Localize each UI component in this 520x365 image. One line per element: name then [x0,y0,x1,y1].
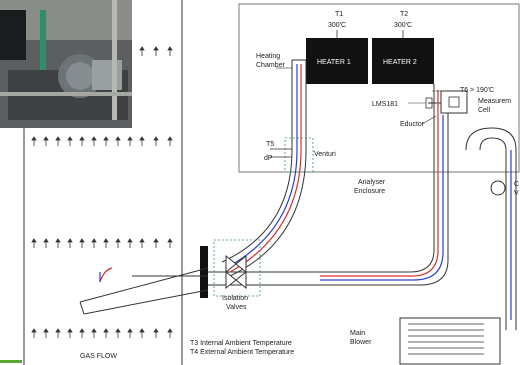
gas-flow-arrowhead [153,136,159,141]
gas-flow-arrowhead [167,136,173,141]
gas-flow-arrowhead [115,136,121,141]
gas-flow-arrowhead [103,238,109,243]
measurement-cell [440,90,468,114]
gas-flow-arrowhead [43,238,49,243]
gas-flow-arrows [31,46,173,338]
analyser-enclosure [238,3,520,173]
equipment-photo [0,0,132,128]
gas-flow-arrowhead [127,136,133,141]
label-t1: T1 [335,11,343,18]
accent-bar [0,360,22,363]
gas-flow-arrowhead [153,238,159,243]
isolation-valves-box [213,239,261,297]
gas-flow-arrowhead [79,136,85,141]
label-heater-1: HEATER 1 [317,59,351,66]
gas-flow-arrowhead [79,328,85,333]
label-main: Main [350,330,365,337]
gas-flow-arrowhead [103,328,109,333]
label-t2-temp: 300'C [394,22,412,29]
duct-flange [200,246,208,298]
check-valve [490,180,506,196]
gas-flow-arrowhead [67,136,73,141]
flow-arrow-red [99,267,113,283]
label-heating: Heating [256,53,280,60]
gas-flow-arrowhead [55,328,61,333]
label-c: C [514,181,519,188]
gas-flow-arrowhead [127,328,133,333]
gas-flow-arrowhead [67,238,73,243]
main-blower [399,317,501,365]
gas-flow-arrowhead [91,136,97,141]
label-enclosure: Enclosure [354,188,385,195]
gas-flow-arrowhead [139,136,145,141]
gas-flow-arrowhead [43,136,49,141]
gas-flow-arrowhead [153,46,159,51]
label-lms181: LMS181 [372,101,398,108]
gas-flow-arrowhead [115,238,121,243]
gas-flow-arrowhead [153,328,159,333]
label-t5: T5 [266,141,274,148]
gas-flow-arrowhead [115,328,121,333]
leader-lines [276,67,456,125]
gas-flow-arrowhead [91,328,97,333]
gas-flow-arrowhead [31,136,37,141]
label-chamber: Chamber [256,62,285,69]
gas-flow-arrowhead [103,136,109,141]
gas-flow-arrowhead [31,328,37,333]
gas-flow-arrowhead [139,238,145,243]
label-blower: Blower [350,339,372,346]
gas-flow-arrowhead [55,238,61,243]
gas-flow-arrowhead [91,238,97,243]
label-t1-temp: 300'C [328,22,346,29]
label-cell: Cell [478,107,491,114]
label-gas-flow: GAS FLOW [80,353,117,360]
gas-flow-arrowhead [167,238,173,243]
label-v: V [514,190,519,197]
label-t6: T6 > 190'C [460,87,494,94]
label-analyser: Analyser [358,179,386,186]
gas-flow-arrowhead [127,238,133,243]
heater-2 [372,38,434,84]
label-t3: T3 Internal Ambient Temperature [190,340,292,347]
venturi-box [284,137,314,173]
gas-flow-arrowhead [167,328,173,333]
label-heater-2: HEATER 2 [383,59,417,66]
pipes [79,59,517,330]
label-venturi: Venturi [314,151,336,158]
label-dp: dP [264,155,273,162]
flow-indicators [225,64,512,320]
label-valves: Valves [226,304,247,311]
label-t2: T2 [400,11,408,18]
gas-flow-arrowhead [67,328,73,333]
gas-flow-arrowhead [139,328,145,333]
label-measurement: Measurem [478,98,511,105]
label-t4: T4 External Ambient Temperature [190,349,294,356]
gas-flow-arrowhead [31,238,37,243]
gas-flow-arrowhead [55,136,61,141]
heater-1 [306,38,368,84]
label-eductor: Eductor [400,121,425,128]
gas-flow-arrowhead [43,328,49,333]
gas-flow-arrowhead [79,238,85,243]
isolation-valves [225,254,247,290]
gas-flow-arrowhead [167,46,173,51]
gas-flow-arrowhead [139,46,145,51]
label-isolation: Isolation [222,295,248,302]
